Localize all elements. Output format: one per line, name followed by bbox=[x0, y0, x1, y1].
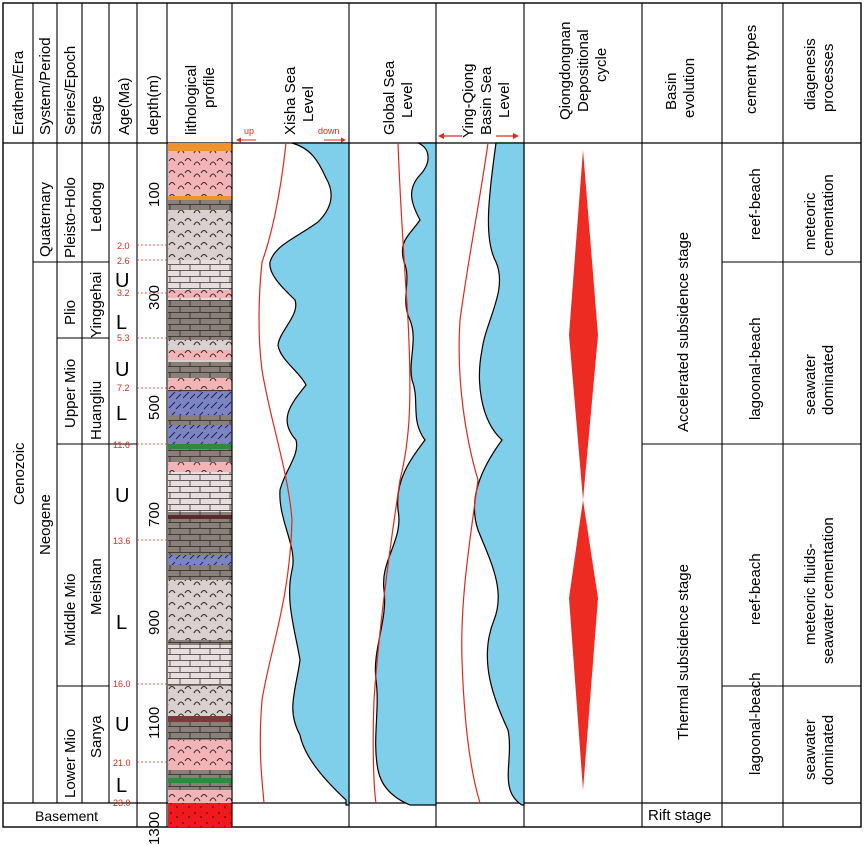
header-xisha-2: Level bbox=[300, 86, 317, 122]
diag-2-line1: seawater bbox=[802, 354, 819, 415]
global-sea-level-curve bbox=[372, 142, 437, 806]
substage: U bbox=[115, 714, 129, 736]
age-label: 13.6 bbox=[113, 536, 131, 546]
depth-label: 700 bbox=[146, 502, 163, 527]
xisha-sea-level-curve bbox=[258, 142, 350, 806]
system-neogene: Neogene bbox=[37, 494, 54, 555]
header-cycle-2: Depositional bbox=[575, 29, 592, 112]
stage-yinggehai: Yinggehai bbox=[88, 272, 105, 338]
age-label: 16.0 bbox=[113, 679, 131, 689]
header-cycle-3: cycle bbox=[593, 48, 610, 82]
header-cement: cement types bbox=[743, 25, 760, 114]
depth-label: 500 bbox=[146, 395, 163, 420]
substage: U bbox=[115, 359, 129, 381]
cement-reef-beach-2: reef-beach bbox=[747, 553, 764, 625]
age-label: 23.0 bbox=[113, 798, 131, 808]
substage: U bbox=[115, 485, 129, 507]
header-global-1: Global Sea bbox=[381, 60, 398, 135]
basin-stage-thermal: Thermal subsidence stage bbox=[675, 564, 692, 740]
yq-right-arrowhead bbox=[513, 133, 519, 139]
xisha-up-arrowhead bbox=[236, 137, 241, 143]
age-label: 11.6 bbox=[113, 440, 130, 450]
substage: L bbox=[116, 775, 127, 797]
xisha-down-arrowhead bbox=[341, 137, 346, 143]
age-label: 2.0 bbox=[117, 241, 130, 251]
age-label: 2.6 bbox=[117, 256, 130, 266]
diag-3-line1: meteoric fluids- bbox=[802, 543, 819, 645]
diag-1-line2: cementation bbox=[820, 174, 837, 256]
erathem-cenozoic: Cenozoic bbox=[11, 442, 28, 505]
header-depth: depth(m) bbox=[145, 75, 162, 135]
header-system: System/Period bbox=[37, 37, 54, 135]
depth-label: 1300 bbox=[146, 812, 163, 845]
header-basin-2: evolution bbox=[681, 58, 698, 118]
substage: L bbox=[116, 612, 127, 634]
depth-scale: 100 300 500 700 900 1100 1300 bbox=[146, 182, 163, 845]
header-diag-1: diagenesis bbox=[802, 38, 819, 110]
diag-4-line2: dominated bbox=[820, 715, 837, 785]
xisha-up-label: up bbox=[244, 126, 254, 136]
substage: U bbox=[115, 270, 129, 292]
lithological-profile bbox=[168, 143, 233, 827]
series-lower-mio: Lower Mio bbox=[62, 729, 79, 798]
yingqiong-sea-level-curve bbox=[458, 142, 525, 806]
cement-lagoonal-beach-1: lagoonal-beach bbox=[747, 317, 764, 420]
diag-3-line2: seawater cementation bbox=[820, 517, 837, 664]
header-cycle-1: Qiongdongnan bbox=[557, 22, 574, 120]
header-basin-1: Basin bbox=[663, 72, 680, 110]
diag-4-line1: seawater bbox=[802, 719, 819, 780]
header-global-2: Level bbox=[399, 82, 416, 118]
header-age: Age(Ma) bbox=[116, 77, 133, 135]
depth-label: 300 bbox=[146, 285, 163, 310]
stage-meishan: Meishan bbox=[88, 558, 105, 615]
basement-label: Basement bbox=[35, 808, 98, 824]
header-litho-2: profile bbox=[201, 67, 218, 108]
depth-label: 900 bbox=[146, 610, 163, 635]
series-pleisto-holo: Pleisto-Holo bbox=[62, 177, 79, 258]
header-xisha-1: Xisha Sea bbox=[282, 66, 299, 135]
chart-frame bbox=[2, 2, 862, 828]
xisha-down-label: down bbox=[318, 126, 340, 136]
basin-stage-accelerated: Accelerated subsidence stage bbox=[675, 232, 692, 432]
series-upper-mio: Upper Mio bbox=[62, 359, 79, 428]
diag-1-line1: meteoric bbox=[802, 192, 819, 250]
stage-sanya: Sanya bbox=[88, 715, 105, 758]
header-yq-3: Level bbox=[496, 82, 513, 118]
header-yq-1: Ying-Qiong bbox=[460, 64, 477, 139]
basin-stage-rift: Rift stage bbox=[648, 807, 711, 824]
age-label: 7.2 bbox=[117, 383, 130, 393]
substages: U L U L U L U L bbox=[115, 270, 129, 797]
row-dividers bbox=[33, 261, 861, 804]
system-quaternary: Quaternary bbox=[37, 181, 54, 257]
yq-left-arrowhead bbox=[438, 133, 444, 139]
age-label: 3.2 bbox=[117, 288, 130, 298]
depth-label: 1100 bbox=[146, 707, 163, 739]
substage: L bbox=[116, 403, 127, 425]
age-markers: 2.0 2.6 3.2 5.3 7.2 11.6 13.6 16.0 21.0 … bbox=[113, 241, 232, 808]
depositional-cycle bbox=[569, 150, 598, 790]
depth-label: 100 bbox=[146, 182, 163, 207]
diag-2-line2: dominated bbox=[820, 345, 837, 415]
age-label: 21.0 bbox=[113, 758, 131, 768]
age-label: 5.3 bbox=[117, 333, 130, 343]
series-middle-mio: Middle Mio bbox=[62, 573, 79, 646]
series-plio: Plio bbox=[62, 300, 79, 325]
header-diag-2: processes bbox=[820, 44, 837, 112]
substage: L bbox=[116, 312, 127, 334]
stage-ledong: Ledong bbox=[88, 182, 105, 232]
header-series: Series/Epoch bbox=[62, 46, 79, 135]
header-stage: Stage bbox=[88, 96, 105, 135]
header-erathem: Erathem/Era bbox=[10, 50, 27, 135]
stage-huangliu: Huangliu bbox=[88, 381, 105, 440]
header-yq-2: Basin Sea bbox=[478, 66, 495, 135]
cement-reef-beach-1: reef-beach bbox=[747, 168, 764, 240]
cement-lagoonal-beach-2: lagoonal-beach bbox=[747, 672, 764, 775]
header-litho-1: lithological bbox=[183, 65, 200, 135]
